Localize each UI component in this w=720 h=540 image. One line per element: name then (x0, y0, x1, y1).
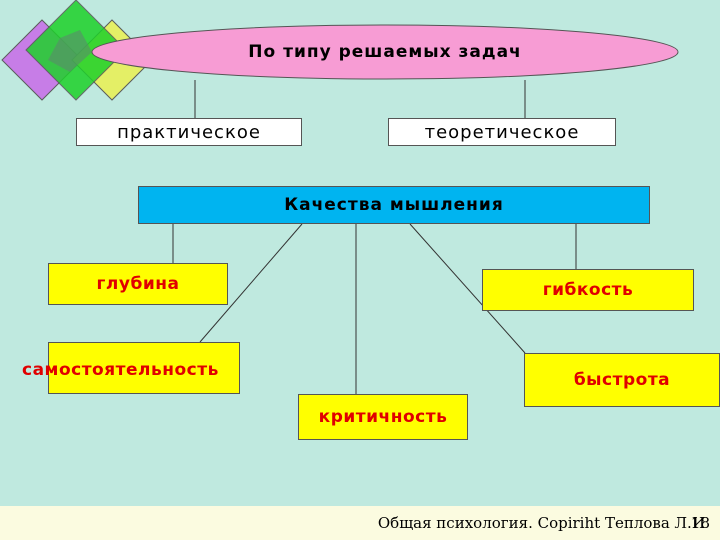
independence-label: самостоятельность (22, 360, 219, 380)
practical-box: практическое (76, 118, 302, 146)
page-number: 18 (690, 514, 710, 532)
footer-bar: Общая психология. Copiriht Теплова Л.И18 (0, 506, 720, 540)
independence-box (48, 342, 240, 394)
thinking-qualities-box: Качества мышления (138, 186, 650, 224)
overlap-shade (48, 30, 92, 72)
flexibility-box: гибкость (482, 269, 694, 311)
line-to-independence (199, 223, 303, 343)
line-to-speed (409, 223, 526, 354)
criticality-box: критичность (298, 394, 468, 440)
theoretical-box: теоретическое (388, 118, 616, 146)
footer-text: Общая психология. Copiriht Теплова Л.И18 (378, 514, 710, 532)
speed-box: быстрота (524, 353, 720, 407)
depth-box: глубина (48, 263, 228, 305)
footer-copyright: Общая психология. Copiriht Теплова Л.И (377, 514, 705, 532)
top-node-label: По типу решаемых задач (248, 42, 522, 62)
